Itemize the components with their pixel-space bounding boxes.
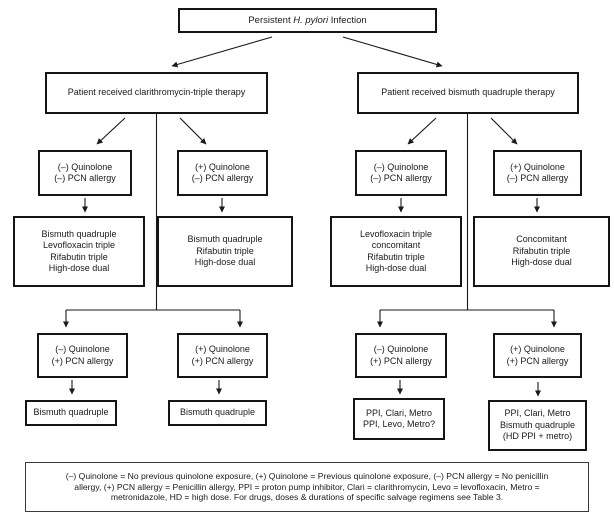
node-regimens-clari-no-pcn-quin: Bismuth quadruple Rifabutin triple High-… bbox=[157, 216, 293, 287]
node-bismuth-no-quinolone-pcn: (–) Quinolone (+) PCN allergy bbox=[355, 333, 447, 378]
footnote-line-1: (–) Quinolone = No previous quinolone ex… bbox=[65, 471, 549, 482]
node-regimens-bismuth-no-pcn-no-quin: Levofloxacin triple concomitant Rifabuti… bbox=[330, 216, 462, 287]
node-regimens-bismuth-no-pcn-quin: Concomitant Rifabutin triple High-dose d… bbox=[473, 216, 610, 287]
legend-footnote: (–) Quinolone = No previous quinolone ex… bbox=[25, 462, 589, 512]
node-final-bismuth-quadruple-1: Bismuth quadruple bbox=[25, 400, 117, 426]
node-bismuth-no-quinolone-no-pcn: (–) Quinolone (–) PCN allergy bbox=[355, 150, 447, 196]
footnote-line-2: allergy, (+) PCN allergy = Penicillin al… bbox=[74, 481, 540, 492]
hpylori-italic: H. pylori bbox=[293, 14, 329, 26]
node-bismuth-quadruple-branch: Patient received bismuth quadruple thera… bbox=[357, 72, 579, 114]
node-final-ppi-clari-metro-bismuth: PPI, Clari, Metro Bismuth quadruple (HD … bbox=[488, 400, 587, 451]
node-persistent-hpylori-infection: Persistent H. pylori Infection bbox=[178, 8, 437, 33]
node-clari-quinolone-pcn: (+) Quinolone (+) PCN allergy bbox=[177, 333, 268, 378]
node-regimens-clari-no-pcn-no-quin: Bismuth quadruple Levofloxacin triple Ri… bbox=[13, 216, 145, 287]
node-final-ppi-clari-metro: PPI, Clari, Metro PPI, Levo, Metro? bbox=[353, 398, 445, 440]
node-clari-quinolone-no-pcn: (+) Quinolone (–) PCN allergy bbox=[177, 150, 268, 196]
footnote-line-3: metronidazole, HD = high dose. For drugs… bbox=[110, 492, 504, 503]
node-final-bismuth-quadruple-2: Bismuth quadruple bbox=[168, 400, 267, 426]
node-clari-no-quinolone-no-pcn: (–) Quinolone (–) PCN allergy bbox=[38, 150, 132, 196]
node-bismuth-quinolone-pcn: (+) Quinolone (+) PCN allergy bbox=[493, 333, 582, 378]
node-clari-no-quinolone-pcn: (–) Quinolone (+) PCN allergy bbox=[37, 333, 128, 378]
node-clarithromycin-triple-branch: Patient received clarithromycin-triple t… bbox=[45, 72, 268, 114]
node-bismuth-quinolone-no-pcn: (+) Quinolone (–) PCN allergy bbox=[493, 150, 582, 196]
